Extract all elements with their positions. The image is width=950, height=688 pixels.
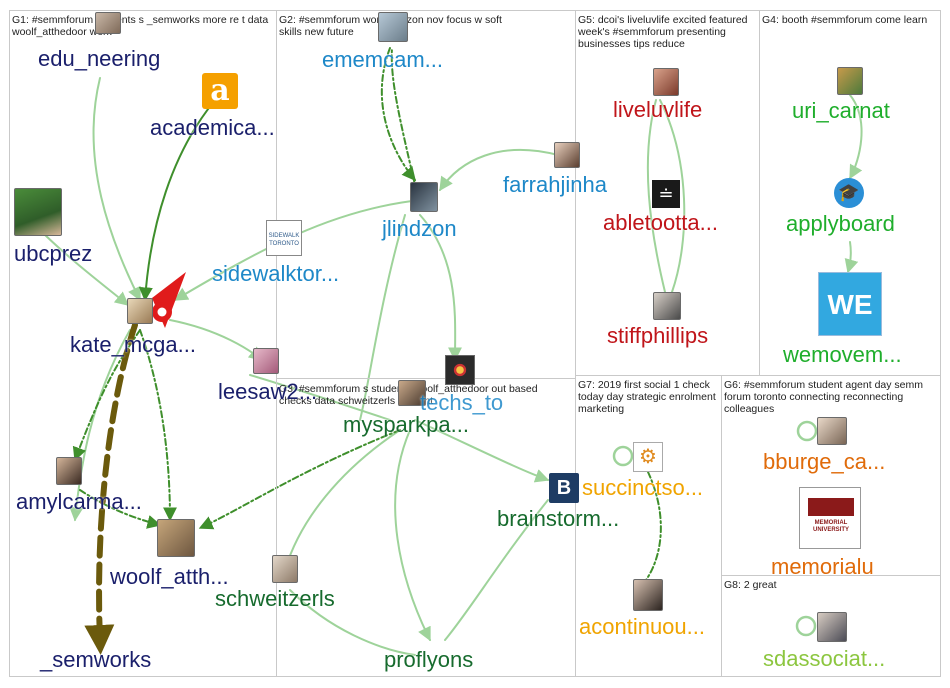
edge xyxy=(138,91,223,302)
we-logo-icon[interactable]: WE xyxy=(818,272,882,336)
edge xyxy=(139,329,177,522)
node-label-ememcam[interactable]: ememcam... xyxy=(322,47,444,72)
edges xyxy=(39,47,863,656)
avatar[interactable] xyxy=(272,555,298,583)
avatar[interactable] xyxy=(157,519,195,557)
edge-heavy xyxy=(84,322,138,655)
node-label-sidewalktor[interactable]: sidewalktor... xyxy=(212,261,340,286)
edge xyxy=(645,471,662,581)
edge xyxy=(92,77,141,302)
node-label-sdassociat[interactable]: sdassociat... xyxy=(763,646,886,671)
node-label-brainstorm[interactable]: brainstorm... xyxy=(497,506,620,531)
node-label-farrahjinha[interactable]: farrahjinha xyxy=(503,172,607,197)
avatar[interactable] xyxy=(837,67,863,95)
avatar[interactable] xyxy=(410,182,438,212)
avatar[interactable] xyxy=(253,348,279,374)
node-label-amylcarma[interactable]: amylcarma... xyxy=(16,489,142,514)
edge xyxy=(39,229,130,306)
group-label-g8: G8: 2 great xyxy=(724,579,777,591)
avatar[interactable] xyxy=(56,457,82,485)
edge xyxy=(844,241,859,274)
node-label-memorialu[interactable]: memorialu xyxy=(771,554,874,579)
avatar[interactable] xyxy=(633,579,663,611)
group-label-g5: G5: dcoi's liveluvlife excited featured … xyxy=(578,14,748,50)
avatar[interactable] xyxy=(95,12,121,34)
edge xyxy=(414,419,550,483)
avatar[interactable]: B xyxy=(549,473,579,503)
node-label-edu-neering[interactable]: edu_neering xyxy=(38,46,161,71)
node-label-abletootta[interactable]: abletootta... xyxy=(603,210,718,235)
node-label-stiffphillips[interactable]: stiffphillips xyxy=(607,323,709,348)
group-label-g1: G1: #semmforum students s _semworks more… xyxy=(12,14,269,38)
edge xyxy=(659,99,686,293)
node-label-kate-mcga[interactable]: kate_mcga... xyxy=(70,332,196,357)
edge xyxy=(849,94,863,180)
node-label-proflyons[interactable]: proflyons xyxy=(384,647,474,672)
edge xyxy=(646,99,666,293)
edge xyxy=(289,589,416,656)
edge xyxy=(198,429,401,530)
group-label-g4: G4: booth #semmforum come learn xyxy=(762,14,928,26)
bag-icon[interactable]: ≐ xyxy=(652,180,680,208)
node-label-woolf-atth[interactable]: woolf_atth... xyxy=(110,564,229,589)
avatar[interactable] xyxy=(554,142,580,168)
node-label-mysparkpa[interactable]: mysparkpa... xyxy=(343,412,469,437)
self-loop xyxy=(795,615,817,637)
avatar[interactable] xyxy=(653,292,681,320)
avatar[interactable] xyxy=(817,612,847,642)
edge xyxy=(390,47,416,186)
node-label-uri-carnat[interactable]: uri_carnat xyxy=(792,98,890,123)
node-label-bburge-ca[interactable]: bburge_ca... xyxy=(763,449,886,474)
node-label-academica[interactable]: academica... xyxy=(150,115,275,140)
node-label-applyboard[interactable]: applyboard xyxy=(786,211,895,236)
node-label-ubcprez[interactable]: ubcprez xyxy=(14,241,93,266)
self-loops xyxy=(612,420,818,637)
edge xyxy=(380,47,416,182)
edge xyxy=(419,214,463,362)
avatar[interactable] xyxy=(14,188,62,236)
network-logo-icon[interactable] xyxy=(445,355,475,385)
node-label-jlindzon[interactable]: jlindzon xyxy=(382,216,457,241)
group-label-g6: G6: #semmforum student agent day semm fo… xyxy=(724,379,924,415)
group-box-g8 xyxy=(721,575,941,677)
avatar[interactable] xyxy=(378,12,408,42)
node-label-schweitzerls[interactable]: schweitzerls xyxy=(215,586,335,611)
avatar[interactable] xyxy=(817,417,847,445)
edge xyxy=(439,148,559,192)
self-loop xyxy=(796,420,818,442)
gear-logo-icon[interactable]: ⚙ xyxy=(633,442,663,472)
node-label-techs-to[interactable]: techs_to xyxy=(420,390,504,415)
group-label-g7: G7: 2019 first social 1 check today day … xyxy=(578,379,716,415)
graduation-cap-icon[interactable]: 🎓 xyxy=(834,178,864,208)
node-label-liveluvlife[interactable]: liveluvlife xyxy=(613,97,703,122)
edge xyxy=(249,374,391,421)
location-marker-icon xyxy=(152,272,186,328)
avatar[interactable] xyxy=(653,68,679,96)
avatar[interactable] xyxy=(127,298,153,324)
self-loop xyxy=(612,445,634,467)
avatar[interactable] xyxy=(398,380,426,406)
node-label-acontinuou[interactable]: acontinuou... xyxy=(579,614,705,639)
edge xyxy=(69,329,131,522)
edge xyxy=(394,429,431,642)
node-label-wemovem[interactable]: wemovem... xyxy=(783,342,902,367)
node-label-leesaw[interactable]: leesaw2... xyxy=(218,379,318,404)
edge xyxy=(444,499,549,641)
node-label-semworks[interactable]: _semworks xyxy=(40,647,152,672)
edge xyxy=(79,489,162,529)
node-label-succinctso[interactable]: succinctso... xyxy=(582,475,704,500)
edge xyxy=(359,214,406,421)
edge xyxy=(281,429,401,572)
academica-logo-icon[interactable]: a xyxy=(202,73,238,109)
group-label-g2: G2: #semmforum work jlindzon nov focus w… xyxy=(279,14,502,38)
